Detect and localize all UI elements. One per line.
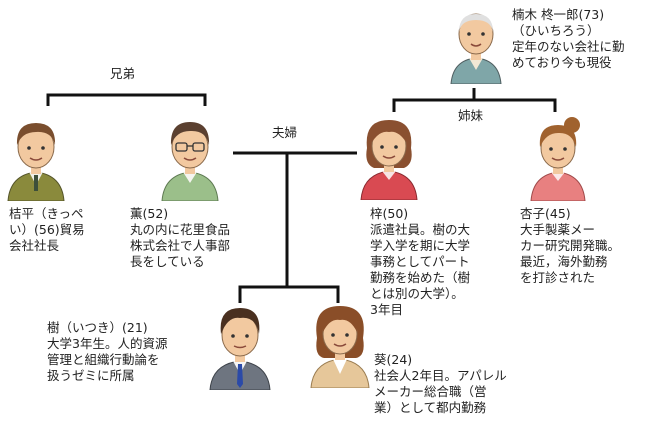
grandfather-text: 楠木 柊一郎(73) （ひいちろう） 定年のない会社に勤 めており今も現役 bbox=[512, 7, 625, 70]
sisters-connector bbox=[392, 98, 557, 112]
kippei-avatar bbox=[7, 123, 65, 201]
itsuki-text: 樹（いつき）(21) 大学3年生。人的資源 管理と組織行動論を 扱うゼミに所属 bbox=[47, 320, 168, 383]
children-connector bbox=[238, 285, 340, 303]
kyoko-avatar bbox=[530, 117, 586, 201]
kippei-text: 桔平（きっペ い）(56)貿易 会社社長 bbox=[9, 206, 85, 253]
grandfather-avatar bbox=[450, 13, 502, 84]
brothers-connector bbox=[46, 93, 207, 106]
azusa-text: 梓(50) 派遣社員。樹の大 学入学を期に大学 事務としてパート 勤務を始めた（… bbox=[370, 206, 471, 317]
sisters-label: 姉妹 bbox=[458, 108, 484, 123]
aoi-avatar bbox=[310, 306, 370, 388]
kaoru-text: 薫(52) 丸の内に花里食品 株式会社で人事部 長をしている bbox=[130, 206, 231, 269]
brothers-label: 兄弟 bbox=[110, 66, 136, 81]
couple-label: 夫婦 bbox=[272, 125, 298, 140]
azusa-avatar bbox=[360, 120, 418, 200]
kaoru-avatar bbox=[161, 122, 219, 201]
itsuki-avatar bbox=[209, 308, 271, 390]
kyoko-text: 杏子(45) 大手製薬メー カー研究開発職。 最近，海外勤務 を打診された bbox=[520, 206, 621, 285]
aoi-text: 葵(24) 社会人2年目。アパレル メーカー総合職（営 業）として都内勤務 bbox=[374, 352, 507, 415]
